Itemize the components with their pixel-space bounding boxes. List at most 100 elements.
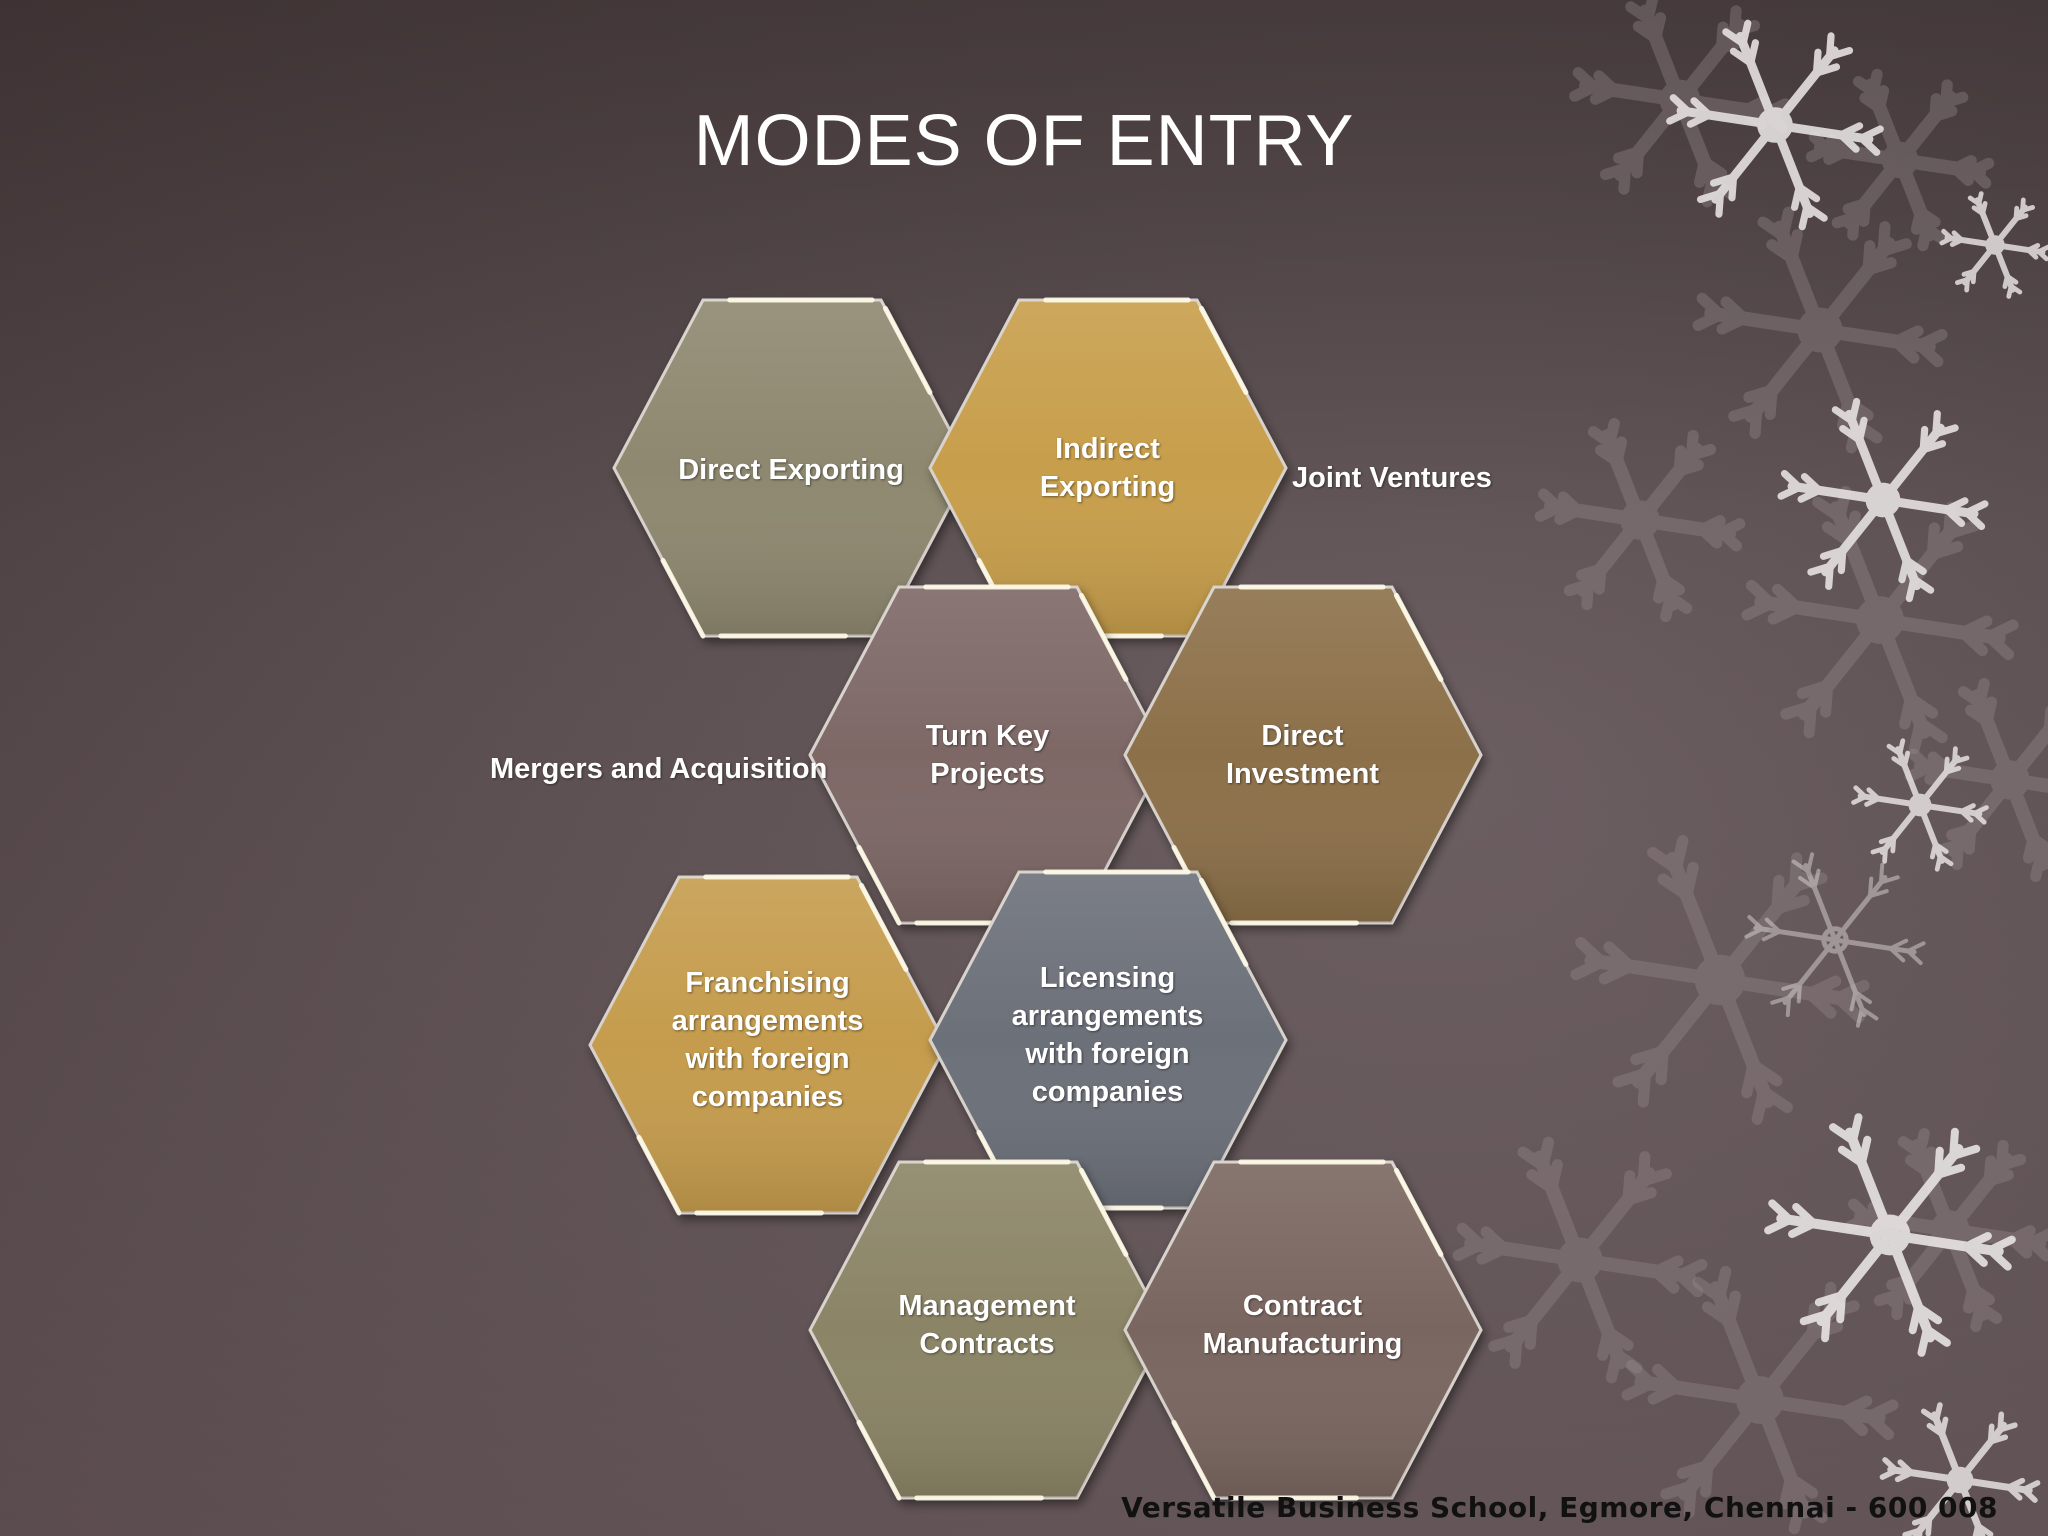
snowflake-branch [1917,222,1933,252]
snowflake-branch [1798,875,1817,890]
hexagon-shading [614,300,970,636]
snowflake-branch [1926,541,1964,560]
snowflake-branch [2027,833,2048,856]
snowflake-branch [1853,990,1872,1005]
snowflake-branch [1804,987,1837,1019]
snowflake-branch [1771,874,1785,915]
hexagon-direct-exporting [612,297,972,639]
snowflake-branch [1972,810,1987,825]
snowflake-branch [1897,738,1906,757]
snowflake-arm [1634,1375,1767,1407]
snowflake-branch [1870,845,1888,855]
snowflake-branch [1647,1381,1683,1405]
snowflake-branch [1537,1136,1555,1172]
snowflake-branch [1905,692,1939,719]
snowflake-icon [1452,1136,1708,1384]
snowflake-branch [1962,1283,1979,1314]
snowflake-branch [1943,520,1980,540]
snowflake-branch [1914,339,1944,368]
snowflake-branch [1777,206,1795,242]
hexagon-contract-manufacturing [1123,1159,1483,1501]
snowflake-branch [1914,1128,1930,1159]
snowflake-branch [1904,762,1934,782]
snowflake-branch [1857,1135,1872,1168]
snowflake-branch [1637,1168,1672,1187]
hex-label-licensing: Licensing arrangements with foreign comp… [1011,962,1204,1108]
snowflake-branch [1660,1480,1697,1500]
snowflake-branch [1867,68,1883,98]
snowflake-branch [2036,249,2048,262]
snowflake-branch [1751,1085,1770,1125]
footer-text: Versatile Business School, Egmore, Chenn… [1121,1491,1998,1524]
snowflake-branch [1796,981,1803,1004]
snowflake-branch [1770,995,1792,1005]
snowflake-branch [1855,1006,1864,1028]
snowflake-branch [1631,146,1645,179]
snowflake-branch [1983,1155,1997,1187]
snowflake-branch [2026,1236,2048,1262]
snowflake-icon [1904,678,2048,882]
snowflake-branch [1905,941,1926,953]
snowflake-branch [1929,841,1938,860]
faint-snowflakes-icon [1452,0,2048,1535]
snowflake-branch [1941,228,1954,241]
snowflake-branch [1908,717,1926,755]
hexagon-shading [1125,1162,1481,1498]
snowflake-branch [1452,1239,1486,1262]
hex-label-direct-investment: Direct Investment [1225,720,1380,790]
snowflake-branch [1599,162,1632,181]
snowflake-branch [1674,1269,1704,1298]
snowflake-branch [1744,927,1765,939]
snowflake-branch [1524,1314,1538,1350]
snowflake-branch [1572,67,1600,93]
snowflake-branch [1723,1290,1741,1328]
snowflake-arm [1832,874,1888,943]
snowflake-branch [1878,875,1900,885]
snowflake-branch [1554,504,1584,525]
snowflake-branch [1832,992,1865,1023]
snowflake-branch [1914,206,1941,228]
snowflake-branch [1957,686,1986,709]
snowflake-arm [1753,1393,1811,1519]
snowflake-branch [1637,1067,1651,1108]
snowflake-branch [1974,678,1990,709]
snowflake-arm [1631,973,1727,1089]
snowflake-branch [1983,619,2019,643]
snowflake-branch [1670,835,1689,875]
snowflake-branch [1863,1399,1899,1423]
snowflake-branch [1954,277,1970,286]
snowflake-branch [1509,1333,1523,1369]
snowflake-branch [1943,765,1962,775]
snowflake-icon [1851,738,1989,872]
hexagon-licensing [928,869,1288,1211]
snowflake-arm [1613,93,1687,182]
snowflake-branch [1650,12,1667,44]
snowflake-branch [1890,325,1924,348]
snowflake-branch [1842,198,1871,215]
snowflake-branch [1761,929,1782,942]
snowflake-branch [1863,1410,1895,1441]
snowflake-branch [1650,1265,1680,1294]
snowflake-branch [1794,1497,1828,1524]
snowflake-branch [1996,1139,2009,1171]
snowflake-branch [1602,1326,1634,1351]
snowflake-branch [1657,873,1693,901]
snowflake-branch [1882,1457,1900,1474]
snowflake-branch [1867,876,1874,899]
snowflake-arm [1713,973,1775,1109]
snowflake-branch [1612,1067,1651,1088]
snowflake-branch [1806,852,1815,874]
snowflake-branch [1786,229,1803,264]
snowflake-branch [1681,861,1699,901]
snowflake-branch [1967,165,1992,189]
snowflake-branch [1888,946,1906,963]
snowflake-arm [1803,863,1838,943]
snowflake-branch [1683,1480,1697,1519]
snowflake-center [1620,500,1660,540]
snowflake-branch [1655,1045,1669,1086]
hexagon-direct-investment [1123,584,1483,926]
hexagon-highlight [882,305,933,395]
hexagon-highlight [856,1419,902,1501]
